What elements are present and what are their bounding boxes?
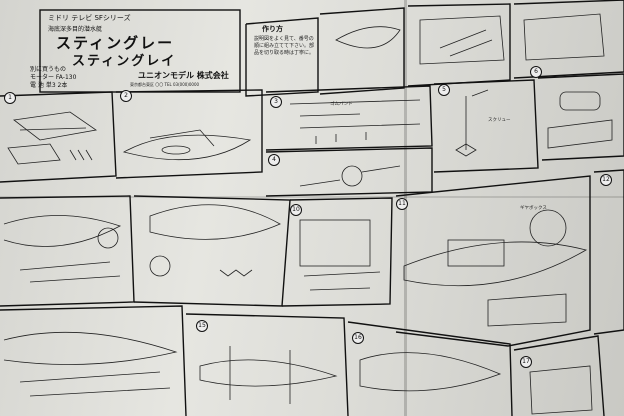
fold-line-horizontal: [0, 196, 624, 198]
top-sketch-frame: [319, 7, 405, 95]
step7-frame: [0, 195, 135, 307]
step9-frame: [281, 197, 393, 307]
step-number: 5: [438, 84, 450, 96]
series-label: ミドリ テレビ SFシリーズ: [48, 14, 131, 22]
note-screw: スクリュー: [488, 118, 511, 123]
step4-frame: [265, 147, 433, 197]
model-title-alt: スティングレイ: [72, 54, 177, 69]
step-number: 1: [4, 92, 16, 104]
parts-motor: モーター FA-130: [30, 74, 77, 81]
step11-frame: [395, 175, 591, 347]
parts-battery: 電 池 単3 2本: [30, 82, 68, 89]
step5-frame: [433, 79, 539, 173]
step16-frame: [347, 321, 513, 416]
step-number: 12: [600, 174, 612, 186]
step1-frame: [0, 91, 117, 183]
step15-frame: [185, 313, 349, 416]
instructions-heading: 作り方: [262, 25, 283, 33]
step12-frame: [593, 169, 624, 335]
note-rubber-band: ゴムバンド: [330, 102, 353, 107]
maker-address: 東京都台東区 〇〇 TEL 03(000)0000: [130, 82, 200, 87]
parts-heading: 別に買うもの: [30, 66, 67, 73]
step2-frame: [115, 89, 263, 179]
step14-frame: [0, 305, 187, 416]
corner-frame: [513, 0, 624, 79]
step3-frame: [265, 85, 433, 151]
model-subtitle: 海底深多目的潜水艇: [48, 26, 103, 33]
step-number: 4: [268, 154, 280, 166]
step-number: 16: [352, 332, 364, 344]
step-number: 17: [520, 356, 532, 368]
step17-frame: [513, 335, 605, 416]
howto-frame: [245, 17, 319, 97]
note-gearbox: ギヤボックス: [520, 206, 547, 211]
step-number: 6: [530, 66, 542, 78]
step8-frame: [133, 195, 291, 307]
step-number: 15: [196, 320, 208, 332]
instructions-text: 説明図をよく見て、番号の順に組み立てて下さい。部品を切り取る時は丁寧に。: [254, 36, 315, 56]
required-parts: 別に買うもの モーター FA-130 電 池 単3 2本: [30, 66, 76, 90]
step-number: 10: [290, 204, 302, 216]
maker-name: ユニオンモデル 株式会社: [138, 71, 229, 80]
step-number: 11: [396, 198, 408, 210]
step-number: 3: [270, 96, 282, 108]
model-title: スティングレー: [56, 34, 175, 52]
step6-frame: [537, 73, 624, 161]
step-number: 2: [120, 90, 132, 102]
